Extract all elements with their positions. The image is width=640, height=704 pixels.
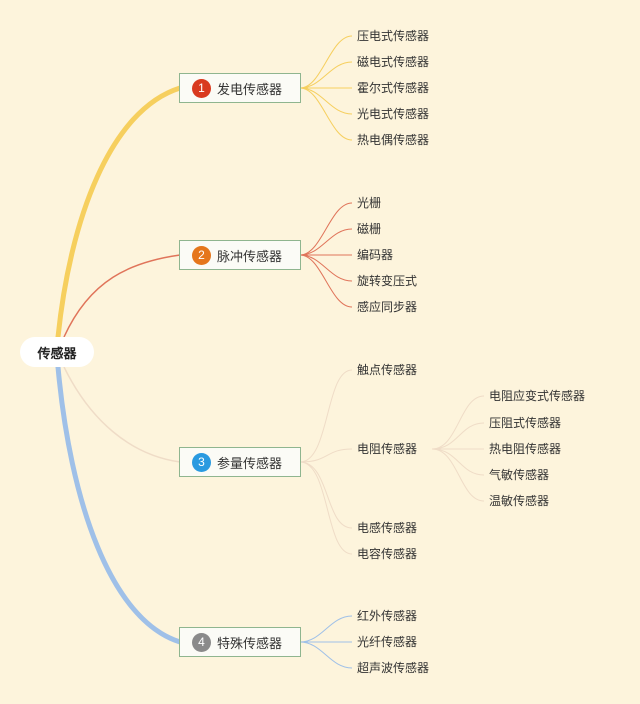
root-node[interactable]: 传感器 bbox=[20, 337, 94, 367]
leaf-1-2[interactable]: 磁电式传感器 bbox=[357, 55, 430, 69]
leaf-4-3[interactable]: 超声波传感器 bbox=[357, 661, 430, 675]
leaf-3-2[interactable]: 电阻传感器 bbox=[357, 442, 418, 456]
edge-b3-l2 bbox=[299, 448, 353, 463]
branch-node-2[interactable]: 2 脉冲传感器 bbox=[179, 240, 301, 270]
edge-b2-l4 bbox=[299, 254, 353, 282]
edge-b1-l5 bbox=[299, 87, 353, 141]
branch-3-number-badge: 3 bbox=[192, 452, 211, 472]
subleaf-3-4[interactable]: 气敏传感器 bbox=[489, 468, 550, 482]
branch-4-label: 特殊传感器 bbox=[217, 636, 283, 652]
branch-node-1[interactable]: 1 发电传感器 bbox=[179, 73, 301, 103]
branch-3-label: 参量传感器 bbox=[217, 456, 283, 472]
branch-node-3[interactable]: 3 参量传感器 bbox=[179, 447, 301, 477]
edge-root-branch-3 bbox=[63, 366, 181, 463]
leaf-3-1[interactable]: 触点传感器 bbox=[357, 363, 418, 377]
leaf-4-1[interactable]: 红外传感器 bbox=[357, 609, 418, 623]
leaf-3-4[interactable]: 电容传感器 bbox=[357, 547, 418, 561]
edge-b2-l2 bbox=[299, 228, 353, 256]
subleaf-3-2[interactable]: 压阻式传感器 bbox=[489, 416, 562, 430]
branch-1-label: 发电传感器 bbox=[217, 82, 283, 98]
edge-root-branch-2 bbox=[63, 254, 181, 338]
subleaf-3-1[interactable]: 电阻应变式传感器 bbox=[489, 389, 586, 403]
root-label: 传感器 bbox=[37, 346, 77, 362]
edge-b1-l4 bbox=[299, 87, 353, 115]
edge-b2-l5 bbox=[299, 254, 353, 308]
leaf-3-3[interactable]: 电感传感器 bbox=[357, 521, 418, 535]
branch-2-label: 脉冲传感器 bbox=[217, 249, 283, 265]
edge-b3-l4 bbox=[299, 461, 353, 555]
leaf-1-1[interactable]: 压电式传感器 bbox=[357, 29, 430, 43]
edge-b4-l1 bbox=[299, 615, 353, 643]
leaf-1-5[interactable]: 热电偶传感器 bbox=[357, 133, 430, 147]
edge-b3-s1 bbox=[431, 395, 485, 450]
branch-node-4[interactable]: 4 特殊传感器 bbox=[179, 627, 301, 657]
leaf-2-5[interactable]: 感应同步器 bbox=[357, 300, 418, 314]
edge-b3-l3 bbox=[299, 461, 353, 529]
leaf-4-2[interactable]: 光纤传感器 bbox=[357, 635, 418, 649]
edge-b3-s2 bbox=[431, 422, 485, 450]
edge-root-branch-1 bbox=[55, 85, 183, 340]
edge-b4-l3 bbox=[299, 641, 353, 669]
edge-b3-s4 bbox=[431, 448, 485, 476]
leaf-2-3[interactable]: 编码器 bbox=[357, 248, 394, 262]
branch-2-number-badge: 2 bbox=[192, 245, 211, 265]
leaf-1-4[interactable]: 光电式传感器 bbox=[357, 107, 430, 121]
leaf-1-3[interactable]: 霍尔式传感器 bbox=[357, 81, 430, 95]
edge-b1-l2 bbox=[299, 61, 353, 89]
edge-root-branch-4 bbox=[55, 364, 183, 645]
edge-b1-l1 bbox=[299, 35, 353, 89]
leaf-2-2[interactable]: 磁栅 bbox=[357, 222, 382, 236]
branch-1-number-badge: 1 bbox=[192, 78, 211, 98]
edge-b3-l1 bbox=[299, 369, 353, 463]
edge-b3-s5 bbox=[431, 448, 485, 502]
leaf-2-1[interactable]: 光栅 bbox=[357, 196, 382, 210]
subleaf-3-5[interactable]: 温敏传感器 bbox=[489, 494, 550, 508]
edge-b2-l1 bbox=[299, 202, 353, 256]
branch-4-number-badge: 4 bbox=[192, 632, 211, 652]
leaf-2-4[interactable]: 旋转变压式 bbox=[357, 274, 418, 288]
subleaf-3-3[interactable]: 热电阻传感器 bbox=[489, 442, 562, 456]
